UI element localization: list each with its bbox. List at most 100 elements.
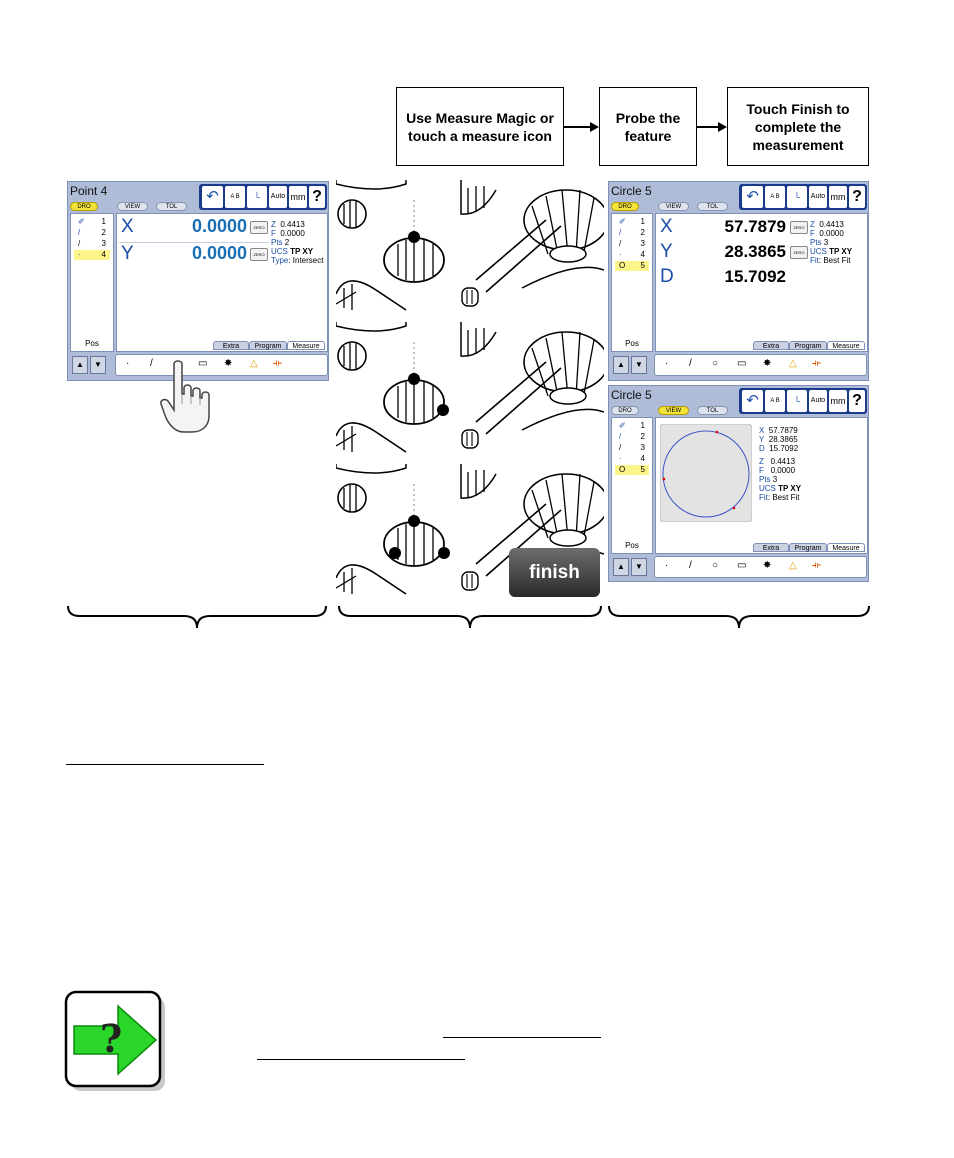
list-item[interactable]: /2: [619, 228, 645, 237]
finish-button[interactable]: finish: [509, 548, 600, 597]
point-tool-icon[interactable]: ·: [126, 358, 130, 369]
units-button[interactable]: mm: [829, 186, 847, 208]
probe-point: [437, 404, 449, 416]
angle-tool-icon[interactable]: △: [789, 358, 797, 369]
dro-button[interactable]: DRO: [611, 406, 639, 415]
tab-program[interactable]: Program: [789, 543, 827, 552]
tol-button[interactable]: TOL: [697, 406, 728, 415]
distance-tool-icon[interactable]: ⟛: [812, 358, 822, 369]
tab-measure[interactable]: Measure: [827, 543, 865, 552]
zero-y-button[interactable]: ZERO: [790, 246, 808, 259]
tab-extra[interactable]: Extra: [753, 543, 789, 552]
scroll-up-button[interactable]: ▲: [72, 356, 88, 374]
y-axis-label: Y: [660, 241, 673, 262]
undo-icon[interactable]: ↶: [742, 186, 763, 208]
zero-x-button[interactable]: ZERO: [250, 221, 268, 234]
tol-button[interactable]: TOL: [156, 202, 187, 211]
zero-y-button[interactable]: ZERO: [250, 248, 268, 261]
probe-icon: ✐: [78, 217, 85, 226]
help-button[interactable]: ?: [849, 390, 865, 412]
undo-icon[interactable]: ↶: [742, 390, 763, 412]
dro-button[interactable]: DRO: [611, 202, 639, 211]
dro-display: X 0.0000 ZERO Y 0.0000 ZERO Z 0.4413 F 0…: [116, 213, 328, 352]
angle-tool-icon[interactable]: △: [789, 560, 797, 571]
units-button[interactable]: mm: [829, 390, 847, 412]
axis-skew-icon[interactable]: A B: [765, 186, 785, 208]
help-button[interactable]: ?: [309, 186, 325, 208]
scroll-down-button[interactable]: ▼: [90, 356, 106, 374]
list-item[interactable]: ✐1: [619, 421, 645, 430]
list-item[interactable]: /3: [619, 239, 645, 248]
svg-text:˅: ˅: [700, 424, 704, 425]
distance-tool-icon[interactable]: ⟛: [812, 560, 822, 571]
slot-tool-icon[interactable]: ▭: [198, 358, 208, 369]
tab-measure[interactable]: Measure: [287, 341, 325, 350]
view-button[interactable]: VIEW: [658, 406, 689, 415]
line-icon: /: [619, 443, 622, 452]
x-axis-label: X: [660, 216, 673, 237]
flow-step-3: Touch Finish to complete the measurement: [727, 87, 869, 166]
flow-arrowhead-2: [718, 122, 727, 132]
tol-button[interactable]: TOL: [697, 202, 728, 211]
auto-button[interactable]: Auto: [809, 186, 827, 208]
feature-title: Point 4: [70, 184, 108, 198]
probe-point: [408, 515, 420, 527]
scroll-down-button[interactable]: ▼: [631, 356, 647, 374]
list-item[interactable]: ·4: [74, 250, 110, 260]
circle-icon: O: [619, 261, 626, 270]
zero-x-button[interactable]: ZERO: [790, 221, 808, 234]
line-icon: /: [78, 239, 81, 248]
list-item[interactable]: ✐1: [619, 217, 645, 226]
distance-tool-icon[interactable]: ⟛: [273, 358, 283, 369]
undo-icon[interactable]: ↶: [202, 186, 223, 208]
point-tool-icon[interactable]: ·: [665, 358, 669, 369]
circle-tool-icon[interactable]: ○: [712, 560, 719, 571]
line-tool-icon[interactable]: /: [689, 358, 692, 369]
feature-title: Circle 5: [611, 388, 652, 402]
tab-measure[interactable]: Measure: [827, 341, 865, 350]
tab-extra[interactable]: Extra: [753, 341, 789, 350]
circle-tool-icon[interactable]: ○: [712, 358, 719, 369]
list-item[interactable]: /2: [619, 432, 645, 441]
list-item[interactable]: /3: [619, 443, 645, 452]
slot-tool-icon[interactable]: ▭: [737, 560, 747, 571]
feature-view: ˅ X 57.7879 Y 28.3865 D 15.7092 Z 0.4413…: [655, 417, 868, 554]
units-button[interactable]: mm: [289, 186, 307, 208]
scroll-down-button[interactable]: ▼: [631, 558, 647, 576]
coordinate-system-icon[interactable]: └: [787, 390, 807, 412]
axis-skew-icon[interactable]: A B: [225, 186, 245, 208]
y-axis-label: Y: [121, 243, 134, 264]
list-item[interactable]: ·4: [619, 454, 645, 463]
scroll-up-button[interactable]: ▲: [613, 558, 629, 576]
view-button[interactable]: VIEW: [658, 202, 689, 211]
tab-program[interactable]: Program: [249, 341, 287, 350]
list-item[interactable]: ·4: [619, 250, 645, 259]
auto-button[interactable]: Auto: [269, 186, 287, 208]
help-button[interactable]: ?: [849, 186, 865, 208]
line-icon: /: [619, 432, 622, 441]
list-item[interactable]: /3: [78, 239, 106, 248]
view-button[interactable]: VIEW: [117, 202, 148, 211]
feature-list: ✐1 /2 /3 ·4 Pos: [70, 213, 114, 352]
coordinate-system-icon[interactable]: └: [247, 186, 267, 208]
tab-program[interactable]: Program: [789, 341, 827, 350]
axis-skew-icon[interactable]: A B: [765, 390, 785, 412]
list-item[interactable]: /2: [78, 228, 106, 237]
link-underline: [443, 1037, 601, 1038]
line-tool-icon[interactable]: /: [150, 358, 153, 369]
measure-magic-icon[interactable]: ✸: [224, 358, 233, 369]
auto-button[interactable]: Auto: [809, 390, 827, 412]
list-item[interactable]: ✐1: [78, 217, 106, 226]
point-tool-icon[interactable]: ·: [665, 560, 669, 571]
coordinate-system-icon[interactable]: └: [787, 186, 807, 208]
scroll-up-button[interactable]: ▲: [613, 356, 629, 374]
angle-tool-icon[interactable]: △: [250, 358, 258, 369]
slot-tool-icon[interactable]: ▭: [737, 358, 747, 369]
measure-magic-icon[interactable]: ✸: [763, 358, 772, 369]
tab-extra[interactable]: Extra: [213, 341, 249, 350]
measure-magic-icon[interactable]: ✸: [763, 560, 772, 571]
line-tool-icon[interactable]: /: [689, 560, 692, 571]
dro-button[interactable]: DRO: [70, 202, 98, 211]
